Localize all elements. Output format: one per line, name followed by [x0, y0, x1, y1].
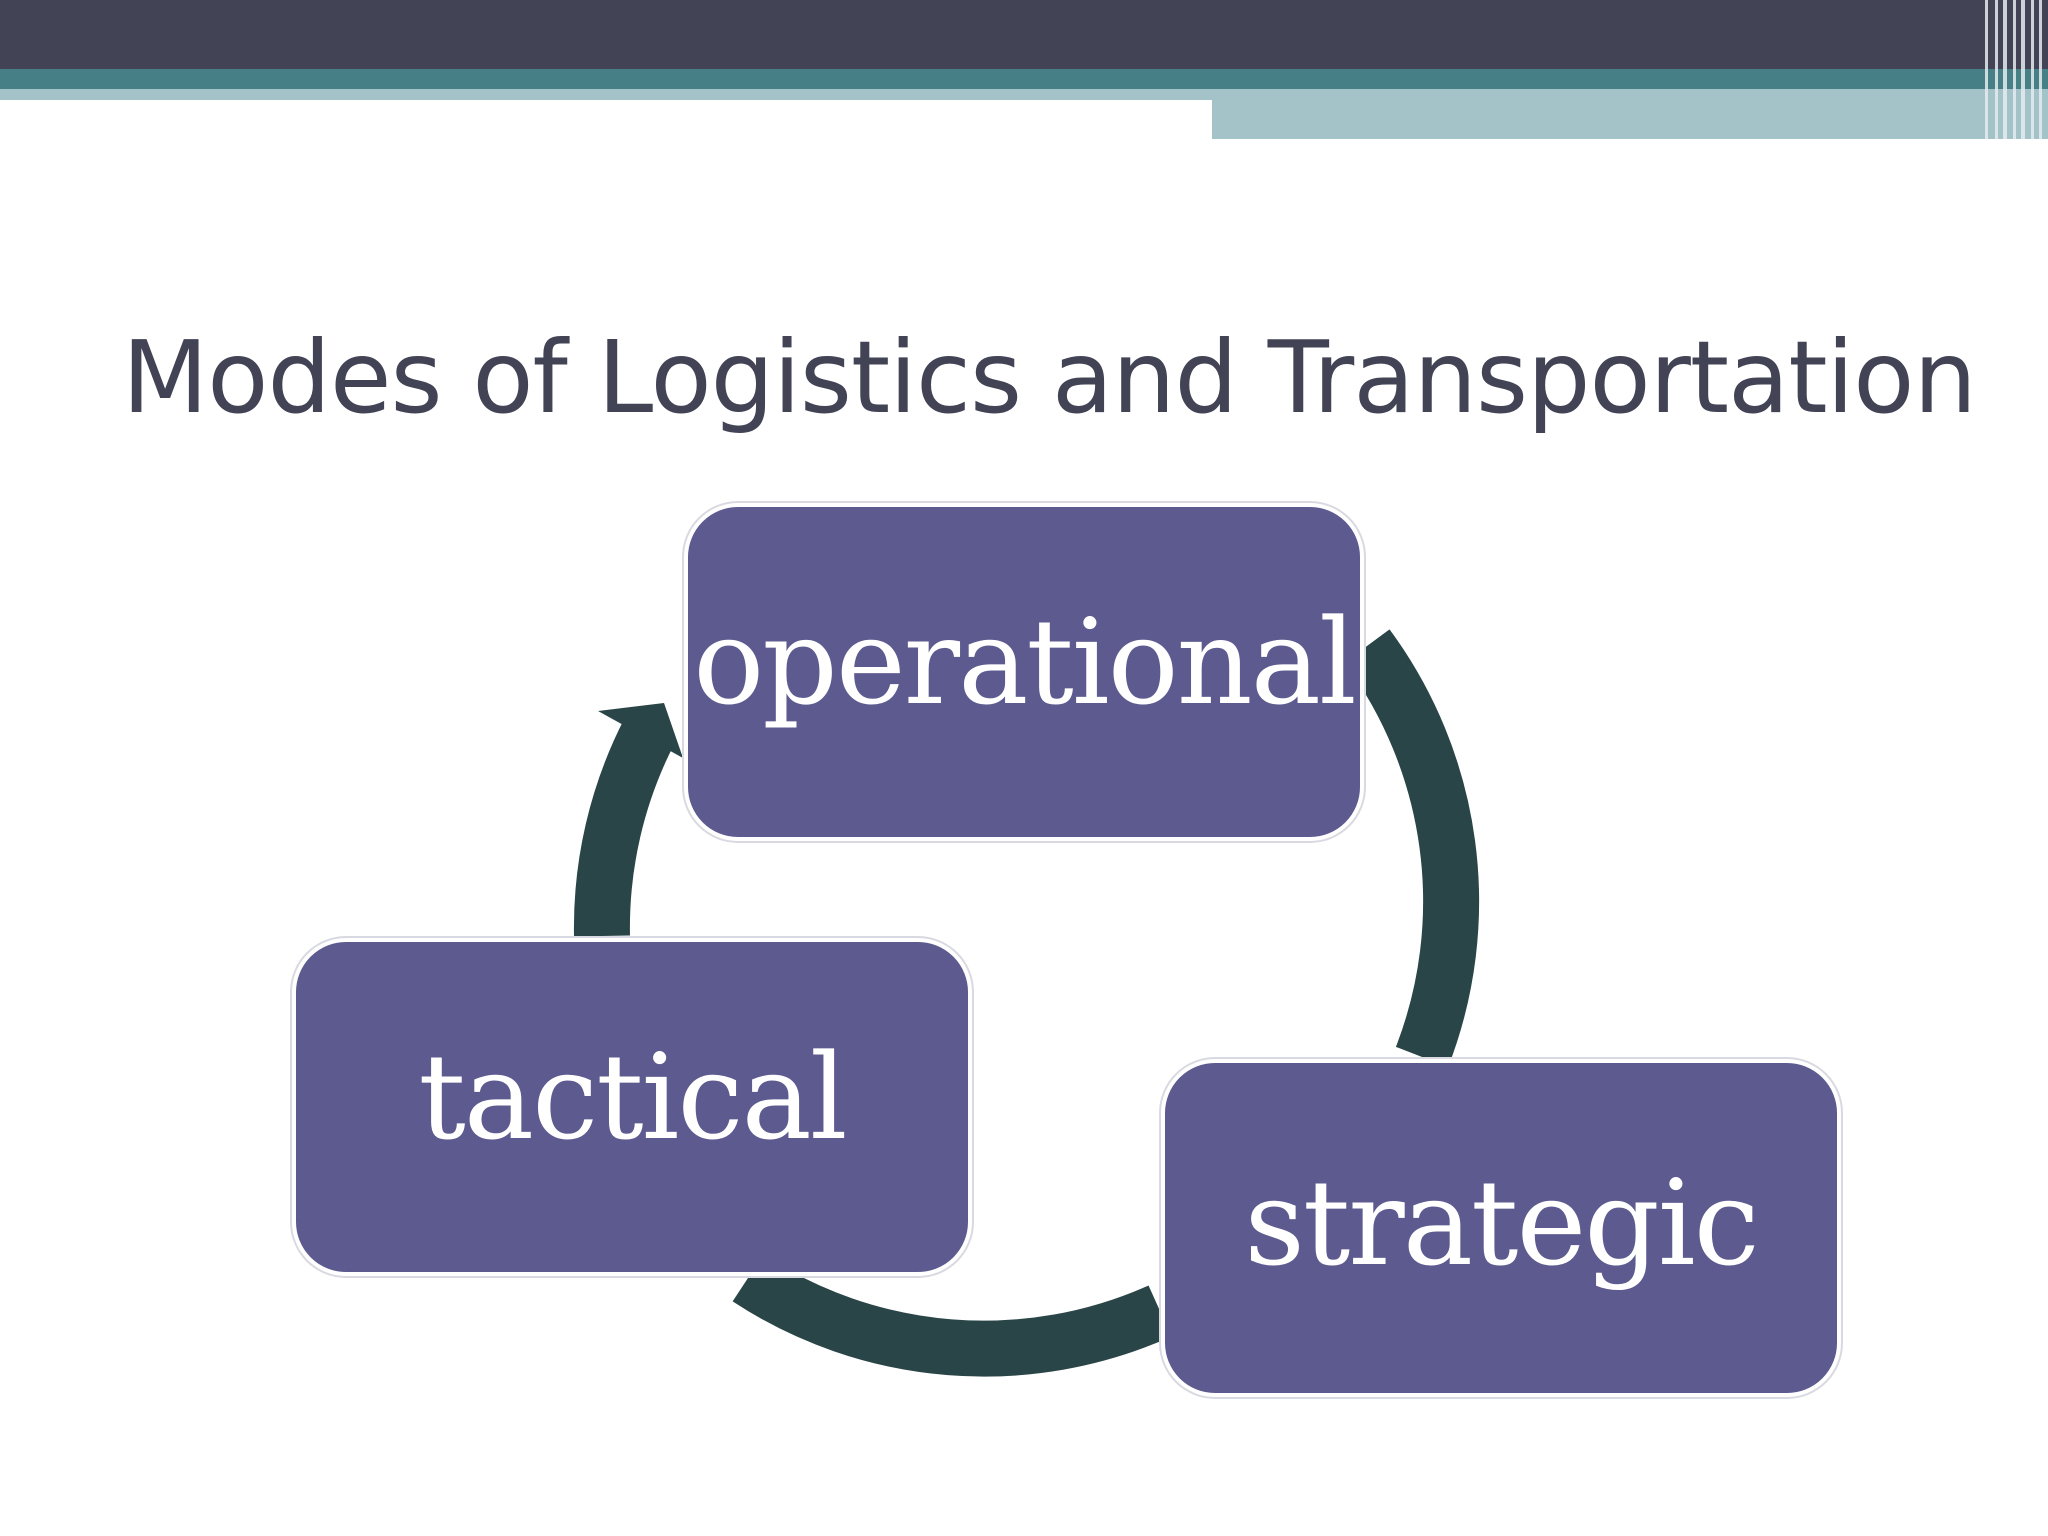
slide-title: Modes of Logistics and Transportation [122, 319, 1977, 436]
header-stripe [1985, 0, 1988, 139]
node-label-operational: operational [693, 593, 1356, 731]
header-stripe [2039, 0, 2042, 139]
header-stripe [2003, 0, 2007, 139]
header-band-light-left [0, 89, 1212, 100]
header-band-light-right [1212, 89, 2048, 139]
cycle-arrow-segment-bottom [732, 1254, 1172, 1377]
node-label-tactical: tactical [418, 1028, 847, 1166]
cycle-arrow-segment-right [1344, 629, 1480, 1068]
header-band-dark [0, 0, 2048, 69]
header-band-teal [0, 69, 2048, 89]
node-operational: operational [684, 503, 1364, 841]
header-stripe [1995, 0, 1998, 139]
header-stripe [2013, 0, 2016, 139]
cycle-arrowhead [598, 703, 683, 758]
cycle-arrow-segment-left [573, 717, 676, 937]
node-tactical: tactical [292, 938, 972, 1276]
header-stripe [2021, 0, 2025, 139]
node-strategic: strategic [1161, 1059, 1841, 1397]
node-label-strategic: strategic [1244, 1154, 1759, 1292]
header-stripe [2031, 0, 2034, 139]
